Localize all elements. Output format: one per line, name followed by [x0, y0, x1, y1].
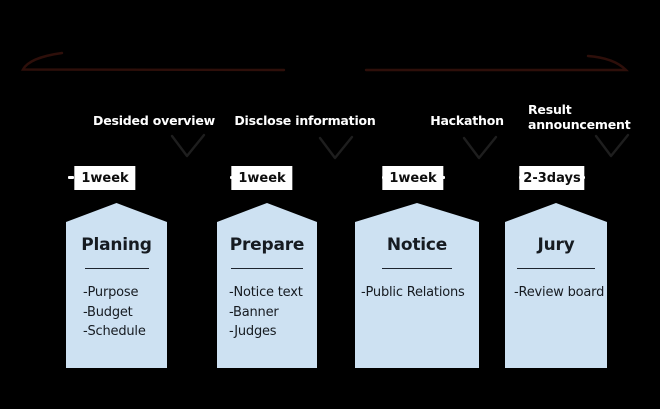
- stage-label-disclose-information: Disclose information: [234, 113, 376, 128]
- list-item: -Review board: [514, 285, 605, 300]
- left-underline-swoosh-icon: [20, 51, 286, 72]
- duration-badge: 1week: [74, 166, 136, 190]
- list-item: -Banner: [229, 304, 279, 320]
- stage-label-result-announcement: Result announcement: [528, 102, 631, 132]
- stage-box-title: Prepare: [229, 235, 305, 255]
- stage-box-items: -Review board: [505, 283, 607, 303]
- duration-badge: 2-3days: [519, 166, 585, 190]
- list-item: -Schedule: [83, 324, 146, 339]
- right-underline-swoosh-icon: [364, 54, 629, 72]
- stage-box-prepare: Prepare -Notice text -Banner -Judges: [217, 203, 317, 368]
- duration-badge: 1week: [382, 166, 444, 190]
- down-chevron-icon: [318, 135, 354, 160]
- stage-box-planing: Planing -Purpose -Budget -Schedule: [66, 203, 167, 368]
- title-divider: [517, 268, 595, 269]
- list-item: -Judges: [229, 324, 277, 339]
- list-item: -Public Relations: [361, 285, 465, 300]
- down-chevron-icon: [594, 133, 630, 158]
- stage-label-hackathon: Hackathon: [430, 113, 504, 128]
- stage-box-items: -Public Relations: [355, 283, 479, 303]
- stage-box-title: Notice: [386, 235, 448, 255]
- stage-box-title: Planing: [81, 235, 152, 255]
- list-item: -Purpose: [83, 285, 139, 300]
- down-chevron-icon: [462, 135, 498, 160]
- stage-box-items: -Purpose -Budget -Schedule: [66, 283, 167, 342]
- stage-label-desided-overview: Desided overview: [93, 113, 215, 128]
- duration-badge: 1week: [231, 166, 293, 190]
- duration-arrow-tick: [68, 176, 74, 179]
- down-chevron-icon: [170, 133, 206, 158]
- stage-box-items: -Notice text -Banner -Judges: [217, 283, 317, 342]
- stage-box-jury: Jury -Review board: [505, 203, 607, 368]
- list-item: -Budget: [83, 304, 133, 320]
- title-divider: [382, 268, 452, 269]
- title-divider: [231, 268, 303, 269]
- list-item: -Notice text: [229, 285, 303, 300]
- title-divider: [84, 268, 149, 269]
- stage-box-notice: Notice -Public Relations: [355, 203, 479, 368]
- stage-box-title: Jury: [537, 235, 575, 255]
